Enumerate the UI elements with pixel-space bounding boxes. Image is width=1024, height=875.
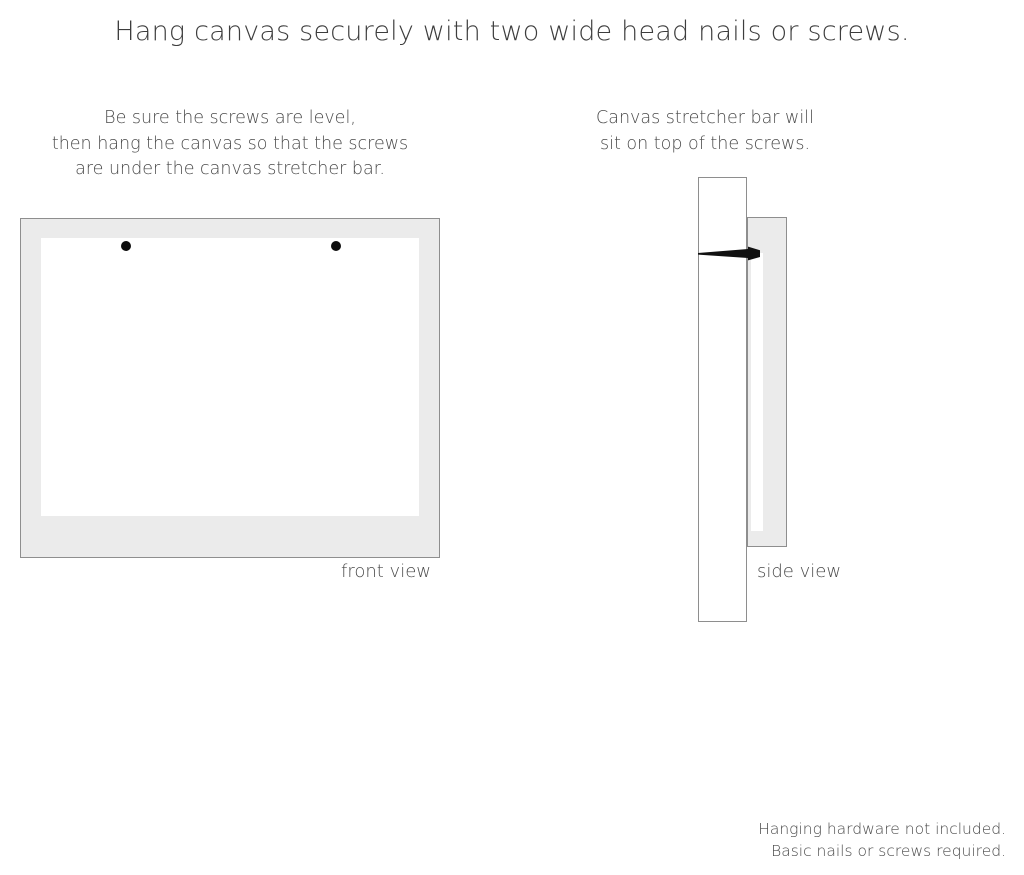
front-caption-line-1: Be sure the screws are level, — [104, 108, 356, 128]
side-caption-line-2: sit on top of the screws. — [599, 133, 811, 154]
front-caption-line-3: are under the canvas stretcher bar. — [75, 159, 385, 179]
footer-line-1: Hanging hardware not included. — [758, 820, 1006, 838]
front-view-canvas-face — [41, 238, 419, 516]
side-view-wall — [698, 177, 747, 622]
footer-line-2: Basic nails or screws required. — [771, 842, 1006, 860]
side-view-canvas-face — [751, 253, 763, 531]
front-caption-line-2: then hang the canvas so that the screws — [51, 133, 409, 154]
screw-head-left-icon — [121, 241, 131, 251]
front-view-caption: Be sure the screws are level, then hang … — [20, 106, 440, 183]
footer-disclaimer: Hanging hardware not included. Basic nai… — [758, 818, 1006, 862]
screw-head-right-icon — [331, 241, 341, 251]
side-view-diagram — [698, 177, 788, 623]
screw-profile-icon — [698, 246, 760, 261]
side-view-caption: Canvas stretcher bar will sit on top of … — [560, 106, 850, 157]
side-view-label: side view — [757, 561, 842, 582]
side-view-canvas-frame — [747, 217, 787, 547]
front-view-label: front view — [341, 561, 431, 582]
side-caption-line-1: Canvas stretcher bar will — [596, 108, 814, 128]
page-title: Hang canvas securely with two wide head … — [114, 16, 910, 47]
front-view-canvas-frame — [20, 218, 440, 558]
